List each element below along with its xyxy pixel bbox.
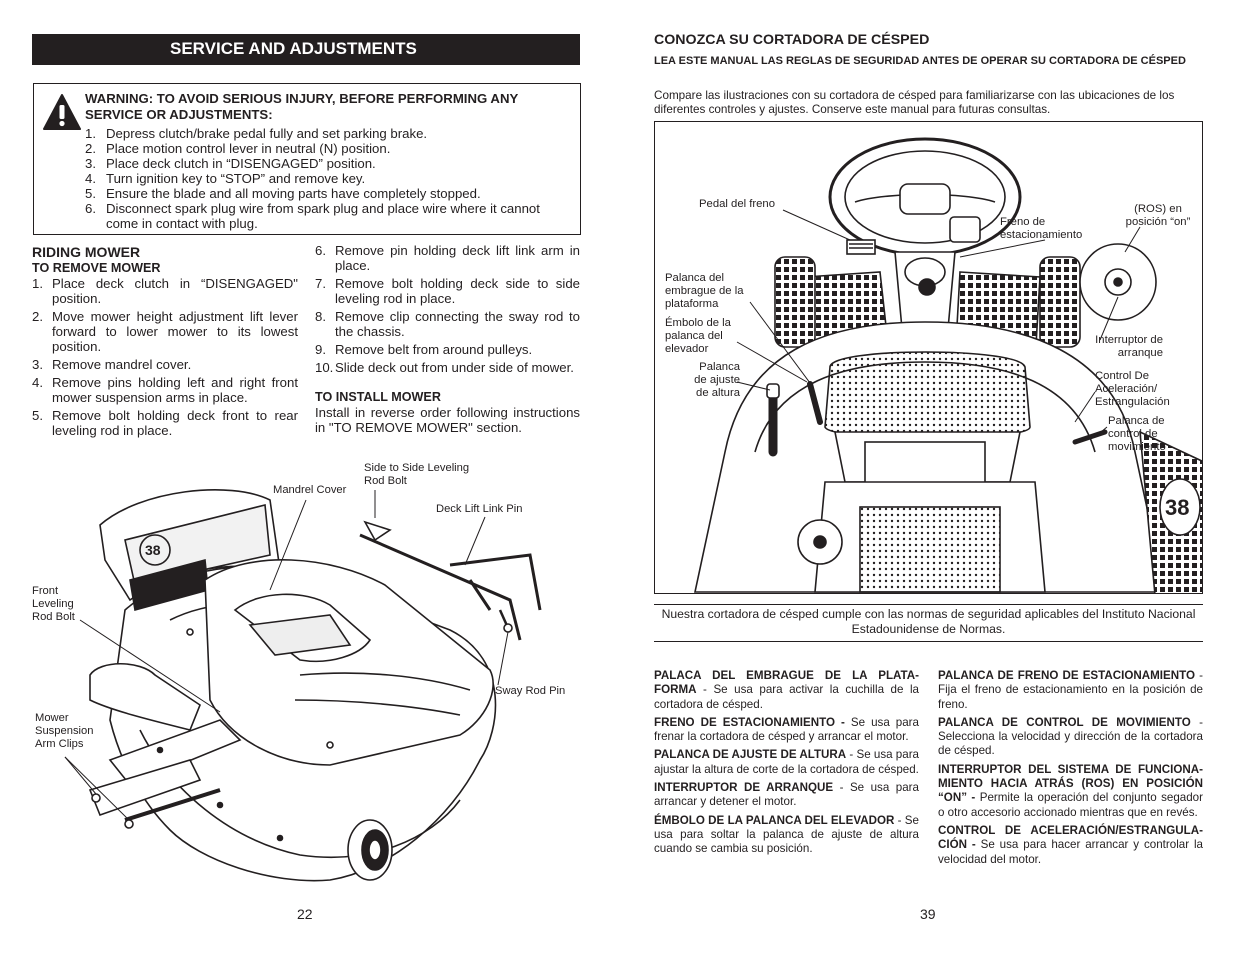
description-item: ÉMBOLO DE LA PALANCA DEL ELEVADOR - Se u… [654, 813, 919, 856]
riding-mower-heading: RIDING MOWER [32, 244, 141, 260]
divider-top [654, 604, 1203, 605]
page-title: CONOZCA SU CORTADORA DE CÉSPED [654, 32, 930, 48]
warning-item: 4.Turn ignition key to “STOP” and remove… [85, 171, 366, 186]
warning-item: 6.Disconnect spark plug wire from spark … [85, 201, 540, 231]
label-mandrel-cover: Mandrel Cover [273, 484, 347, 496]
warning-item: 5.Ensure the blade and all moving parts … [85, 186, 481, 201]
page-number: 22 [297, 906, 313, 922]
intro-text: Compare las ilustraciones con su cortado… [654, 89, 1175, 116]
step-item: 3.Remove mandrel cover. [32, 357, 192, 372]
description-item: CONTROL DE ACELERACIÓN/ESTRANGULA-CIÓN -… [938, 823, 1203, 866]
mower-deck-illustration: 38 [64, 489, 542, 882]
step-item: 2.Move mower height adjustment lift leve… [32, 309, 298, 354]
label-front-leveling-bolt: Front Leveling Rod Bolt [32, 585, 75, 623]
step-item: 5.Remove bolt holding deck front to rear… [32, 408, 298, 438]
description-item: FRENO DE ESTACIONAMIENTO - Se usa para f… [654, 715, 919, 744]
step-item: 7.Remove bolt holding deck side to side … [315, 276, 580, 306]
page-number: 39 [920, 906, 936, 922]
label-brake-pedal: Pedal del freno [699, 198, 775, 210]
step-item: 4.Remove pins holding left and right fro… [32, 375, 298, 405]
warning-list: 1.Depress clutch/brake pedal fully and s… [85, 126, 575, 231]
page-22: SERVICE AND ADJUSTMENTS WARNING: TO AVOI… [0, 0, 617, 954]
remove-mower-heading: TO REMOVE MOWER [32, 261, 161, 275]
description-item: PALANCA DE CONTROL DE MOVIMIENTO - Selec… [938, 715, 1203, 758]
label-height-lever: Palanca de ajuste de altura [694, 361, 740, 399]
step-item: 10.Slide deck out from under side of mow… [315, 360, 574, 375]
step-item: 1.Place deck clutch in “DISENGAGED" posi… [32, 276, 298, 306]
section-title-bar: SERVICE AND ADJUSTMENTS [32, 34, 580, 65]
warning-item: 1.Depress clutch/brake pedal fully and s… [85, 126, 428, 141]
label-ignition: Interruptor de arranque [1095, 334, 1163, 359]
label-side-leveling-bolt: Side to Side Leveling Rod Bolt [364, 462, 470, 487]
description-item: INTERRUPTOR DE ARRANQUE - Se usa para ar… [654, 781, 919, 809]
warning-title: WARNING: TO AVOID SERIOUS INJURY, BEFORE… [85, 91, 519, 122]
svg-text:38: 38 [145, 542, 161, 558]
label-motion-lever: Palanca de control de movimiento [1108, 415, 1166, 453]
divider-bottom [654, 641, 1203, 642]
step-item: 6.Remove pin holding deck lift link arm … [315, 243, 580, 273]
control-descriptions-left: PALACA DEL EMBRAGUE DE LA PLATA-FORMA - … [654, 669, 919, 861]
control-descriptions-right: PALANCA DE FRENO DE ESTACIONAMIENTO - Fi… [938, 669, 1203, 871]
label-sway-rod-pin: Sway Rod Pin [495, 685, 566, 697]
warning-item: 2.Place motion control lever in neutral … [85, 141, 391, 156]
label-ros: (ROS) en posición “on” [1125, 203, 1191, 228]
description-item: PALANCA DE AJUSTE DE ALTURA - Se usa par… [654, 748, 920, 776]
description-item: INTERRUPTOR DEL SISTEMA DE FUNCIONA-MIEN… [938, 762, 1203, 819]
safety-notice: Nuestra cortadora de césped cumple con l… [661, 607, 1196, 636]
instructions-column-1: RIDING MOWER TO REMOVE MOWER 1.Place dec… [32, 244, 298, 441]
remove-steps-list: 1.Place deck clutch in “DISENGAGED" posi… [32, 276, 298, 438]
label-lift-plunger: Émbolo de la palanca del elevador [665, 317, 731, 355]
step-item: 9.Remove belt from around pulleys. [315, 342, 533, 357]
label-suspension-arm-clips: Mower Suspension Arm Clips [35, 712, 94, 750]
instructions-column-2: 6.Remove pin holding deck lift link arm … [315, 243, 580, 435]
install-text: Install in reverse order following instr… [315, 405, 580, 435]
svg-text:38: 38 [1165, 495, 1189, 520]
warning-box: WARNING: TO AVOID SERIOUS INJURY, BEFORE… [33, 83, 581, 235]
label-throttle: Control De Aceleración/ Estrangulación [1095, 370, 1170, 408]
label-deck-lift-pin: Deck Lift Link Pin [436, 503, 523, 515]
description-item: PALACA DEL EMBRAGUE DE LA PLATA-FORMA - … [654, 669, 919, 711]
warning-item: 3.Place deck clutch in “DISENGAGED” posi… [85, 156, 376, 171]
label-parking-brake: Freno de estacionamiento [1000, 216, 1083, 241]
label-clutch-lever: Palanca del embrague de la plataforma [665, 272, 744, 310]
description-item: PALANCA DE FRENO DE ESTACIONAMIENTO - Fi… [938, 669, 1203, 711]
page-39: CONOZCA SU CORTADORA DE CÉSPED LEA ESTE … [618, 0, 1235, 954]
remove-steps-list-continued: 6.Remove pin holding deck lift link arm … [315, 243, 580, 375]
warning-icon [43, 94, 81, 130]
step-item: 8.Remove clip connecting the sway rod to… [315, 309, 580, 339]
install-mower-heading: TO INSTALL MOWER [315, 390, 441, 404]
page-subtitle: LEA ESTE MANUAL LAS REGLAS DE SEGURIDAD … [654, 55, 1186, 67]
tractor-illustration-box: 38 Pedal del freno Freno de estacionamie… [654, 121, 1203, 594]
tractor-illustration: 38 [694, 137, 1202, 593]
